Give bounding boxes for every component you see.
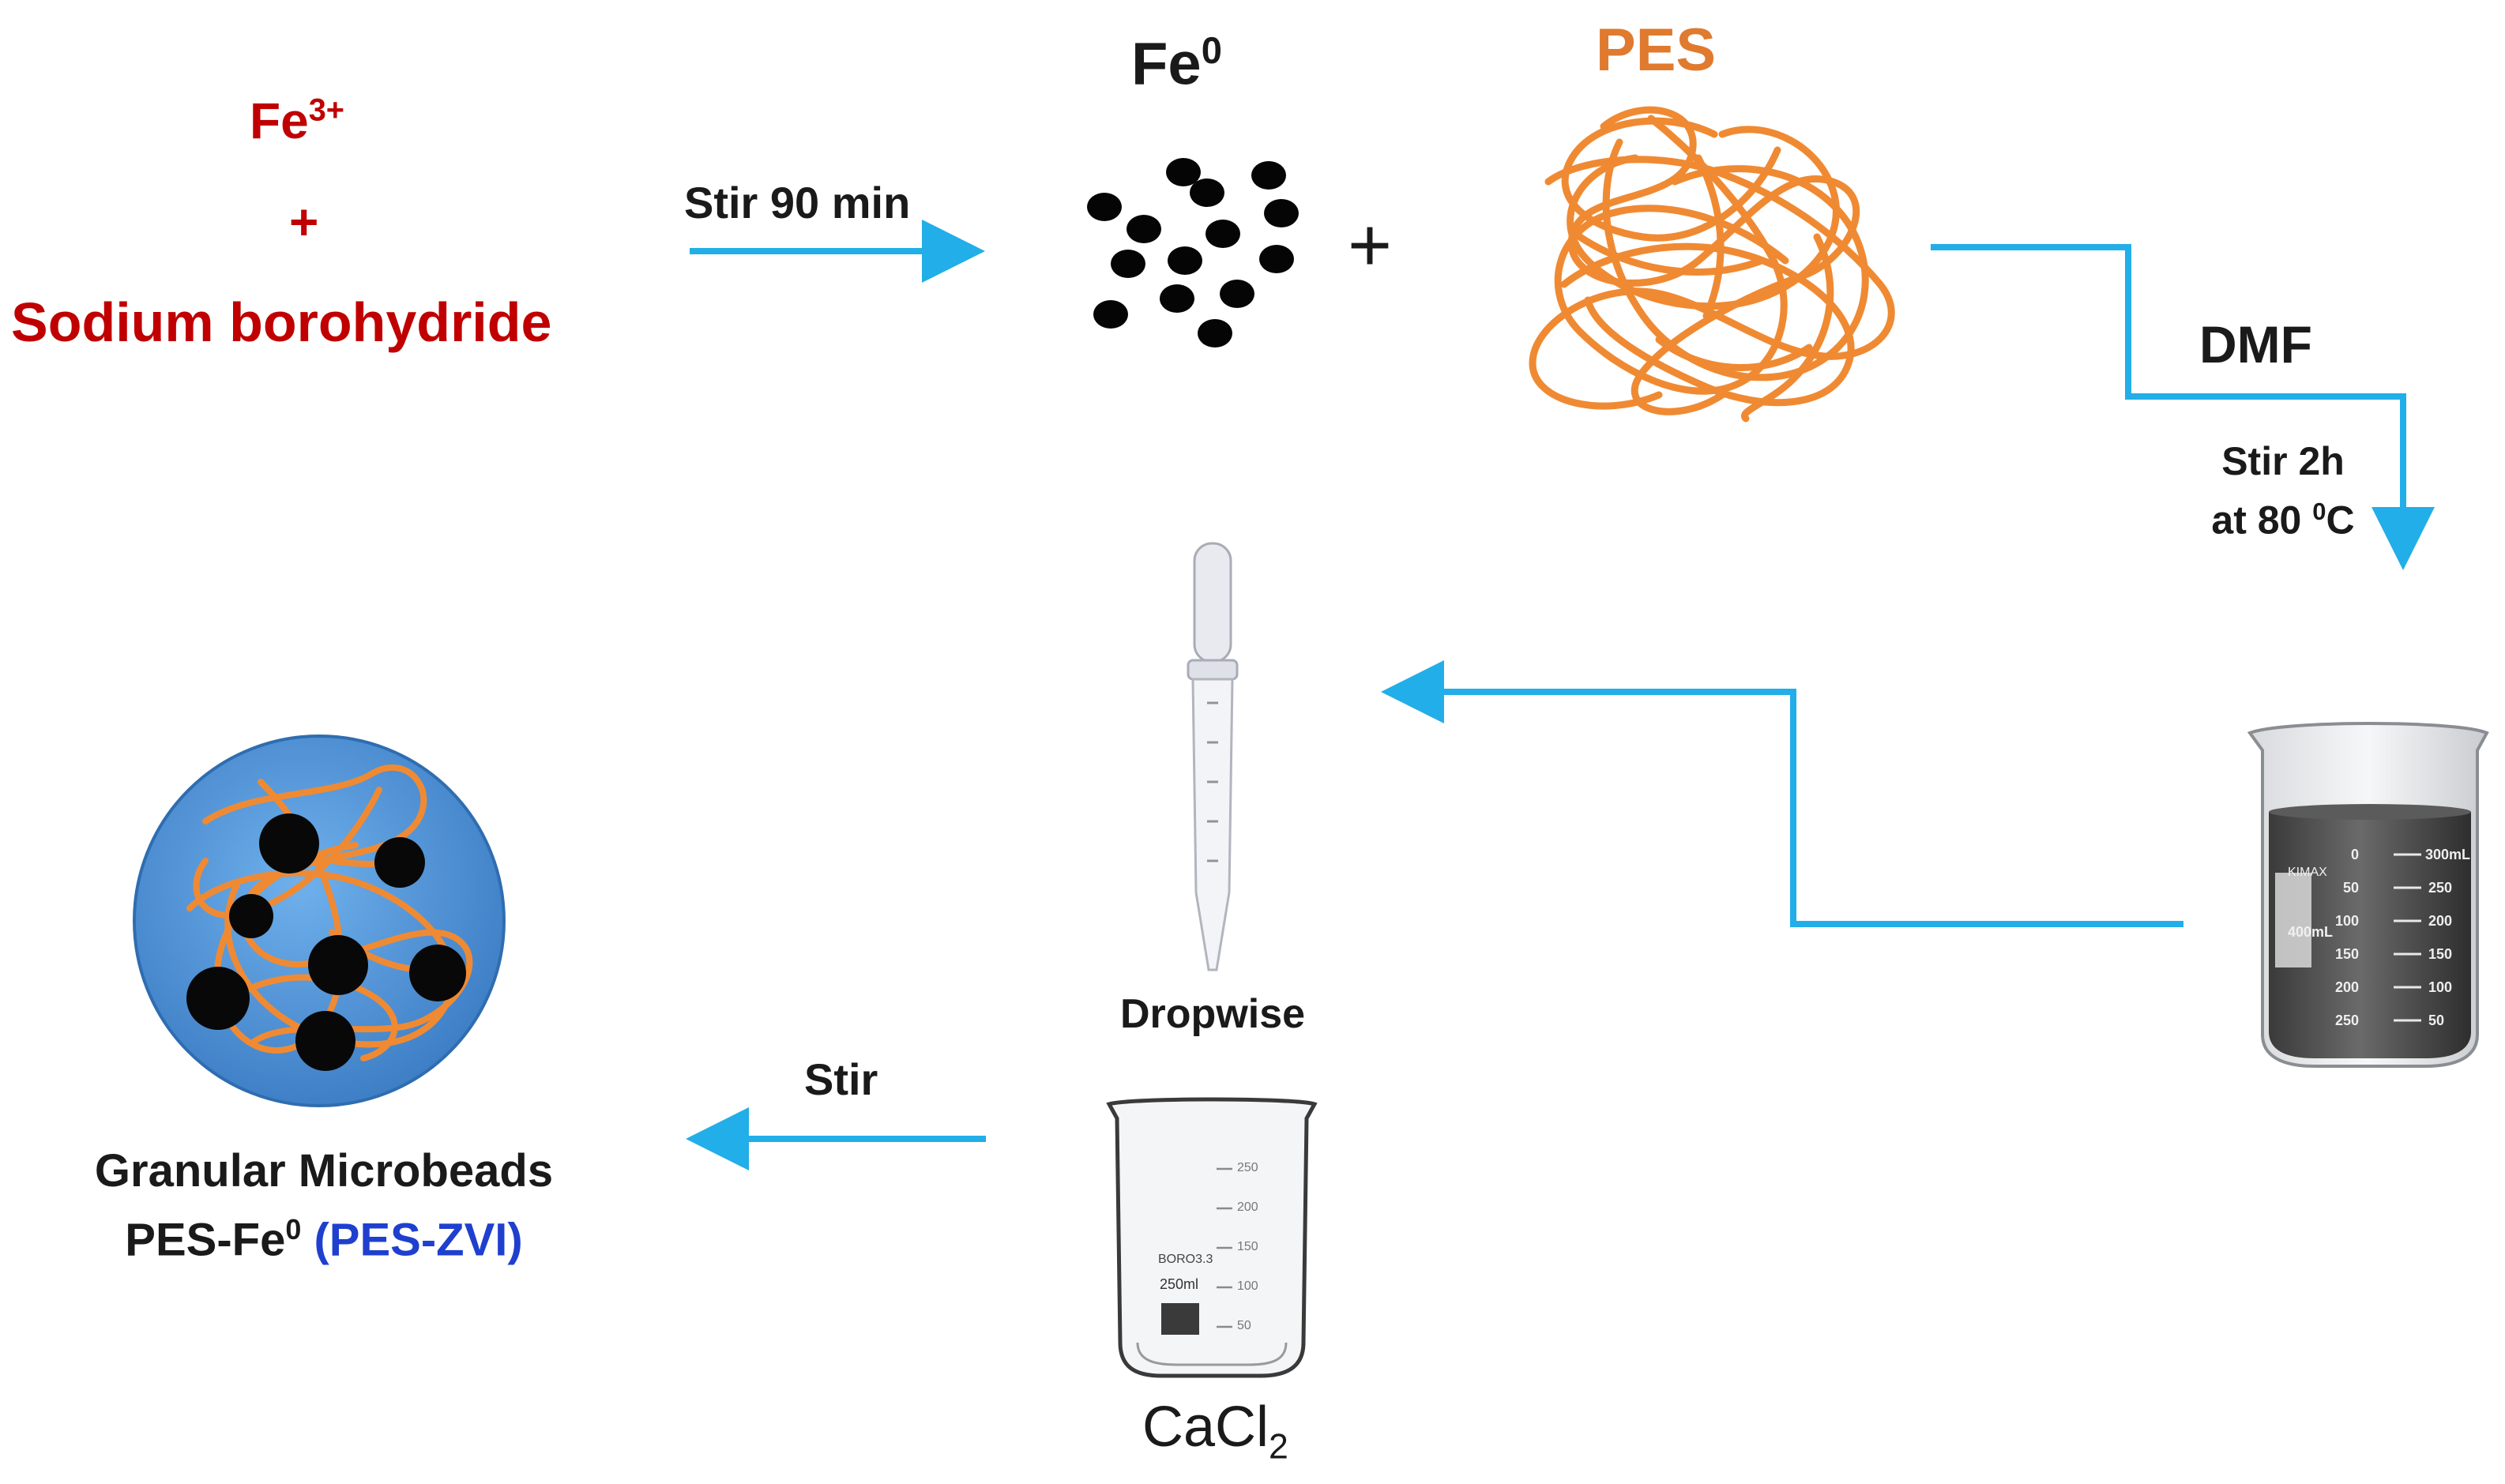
sodium-borohydride-label: Sodium borohydride (11, 291, 552, 353)
stir-2h-label: Stir 2h at 80 0C (2196, 436, 2370, 546)
pipette (1187, 542, 1239, 971)
beaker-left-mark-250: 250 (2335, 1013, 2360, 1028)
reactant-plus: + (289, 193, 319, 250)
arrow-to-pipette (1381, 660, 2183, 927)
cacl2-beaker-mark-150: 150 (1237, 1240, 1258, 1253)
product-abbrev: (PES-ZVI) (314, 1214, 523, 1266)
beaker-label-patch (2275, 873, 2311, 967)
dmf-label: DMF (2199, 315, 2312, 374)
stir-2h-degree: 0 (2312, 498, 2326, 525)
beaker-left-mark-200: 200 (2335, 979, 2360, 995)
beaker-brand: KIMAX (2288, 866, 2327, 879)
beaker-right-mark-250: 250 (2428, 880, 2453, 896)
beaker-capacity: 400mL (2288, 924, 2334, 940)
cacl2-subscript: 2 (1269, 1427, 1288, 1467)
fe3-charge: 3+ (308, 92, 344, 128)
fe3-symbol: Fe (250, 92, 309, 149)
stir-2h-line1: Stir 2h (2221, 439, 2345, 483)
cacl2-symbol: CaCl (1142, 1396, 1269, 1459)
beaker-right-mark-50: 50 (2428, 1013, 2445, 1028)
product-formula-sup: 0 (285, 1213, 302, 1245)
beaker-cacl2 (1106, 1097, 1318, 1378)
stir-2h-unit: C (2326, 498, 2355, 543)
beaker-right-mark-100: 100 (2428, 979, 2453, 995)
pes-polymer-scribble (1529, 106, 1895, 423)
cacl2-beaker-mark-250: 250 (1237, 1161, 1258, 1174)
beaker-right-mark-200: 200 (2428, 913, 2453, 929)
materials-plus: + (1348, 203, 1393, 287)
stir-label: Stir (804, 1054, 878, 1104)
beaker-solution (2247, 722, 2489, 1068)
stir-2h-line2: at 80 0C (2196, 487, 2370, 546)
pes-label: PES (1596, 17, 1717, 84)
cacl2-beaker-capacity: 250ml (1160, 1276, 1199, 1292)
product-line1: Granular Microbeads (94, 1145, 554, 1197)
beaker-left-mark-50: 50 (2343, 880, 2360, 896)
product-label: Granular Microbeads PES-Fe0 (PES-ZVI) (39, 1142, 608, 1269)
dropwise-label: Dropwise (1120, 991, 1306, 1037)
fe0-particles (1087, 158, 1299, 348)
cacl2-beaker-mark-50: 50 (1237, 1319, 1251, 1332)
cacl2-beaker-mark-200: 200 (1237, 1200, 1258, 1214)
cacl2-label: CaCl2 (1142, 1395, 1288, 1467)
fe3-label: Fe3+ (250, 92, 344, 150)
product-formula: PES-Fe (125, 1214, 286, 1266)
zvi-particles (186, 813, 466, 1071)
product-line2: PES-Fe0 (PES-ZVI) (39, 1200, 608, 1269)
beaker-left-mark-0: 0 (2351, 847, 2360, 862)
stir-90-label: Stir 90 min (684, 178, 911, 227)
beaker-right-mark-150: 150 (2428, 946, 2453, 962)
arrow-dmf-elbow (1931, 244, 2435, 570)
fe0-oxidation: 0 (1201, 29, 1222, 71)
stir-2h-temp: at 80 (2211, 498, 2313, 543)
beaker-left-mark-150: 150 (2335, 946, 2360, 962)
fe0-label: Fe0 (1131, 28, 1222, 98)
cacl2-beaker-mark-100: 100 (1237, 1279, 1258, 1293)
beaker-left-mark-100: 100 (2335, 913, 2360, 929)
cacl2-beaker-brand: BORO3.3 (1158, 1253, 1213, 1266)
fe0-symbol: Fe (1131, 30, 1202, 98)
microbead (133, 734, 506, 1107)
beaker-top-mark: 300mL (2425, 847, 2471, 862)
